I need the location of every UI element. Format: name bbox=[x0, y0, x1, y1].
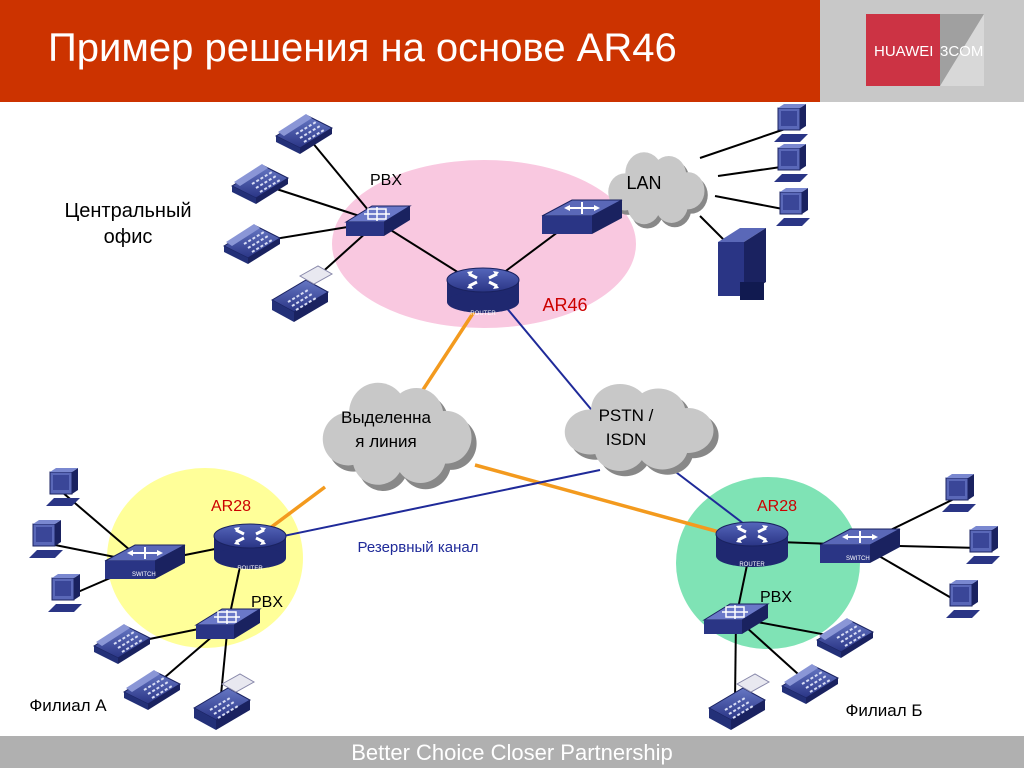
server-icon bbox=[718, 228, 766, 300]
fax-icon bbox=[271, 265, 333, 323]
branch-b-label: Филиал Б bbox=[845, 701, 922, 720]
fax-icon bbox=[193, 673, 255, 731]
logo-area: HUAWEI 3COM bbox=[820, 0, 1024, 102]
pc-icon bbox=[941, 473, 977, 513]
huawei-3com-logo: HUAWEI 3COM bbox=[866, 14, 984, 86]
pc-icon bbox=[47, 573, 83, 613]
branch-a-label: Филиал А bbox=[29, 696, 107, 715]
page-title: Пример решения на основе AR46 bbox=[48, 26, 677, 70]
footer-bar: Better Choice Closer Partnership bbox=[0, 736, 1024, 768]
pc-icon bbox=[775, 187, 811, 227]
phone-icon bbox=[123, 669, 181, 711]
phone-icon bbox=[93, 623, 151, 665]
ar28-a-label: AR28 bbox=[211, 498, 251, 515]
phone-icon bbox=[231, 163, 289, 205]
central-office-label-line2: офис bbox=[104, 226, 153, 248]
branch-b-switch-caption: SWITCH bbox=[846, 556, 870, 562]
branch-a-pbx-label: PBX bbox=[251, 594, 283, 611]
network-diagram: ROUTER SWITCH ROUTER ROUTER SWITCH Центр… bbox=[28, 103, 1001, 731]
leased-line-label-line2: я линия bbox=[355, 432, 416, 451]
central-office-zone bbox=[332, 160, 636, 328]
ar46-router-icon bbox=[445, 266, 521, 315]
phone-icon bbox=[223, 223, 281, 265]
branch-a-router-icon bbox=[212, 522, 288, 571]
branch-a-switch-caption: SWITCH bbox=[132, 572, 156, 578]
pc-icon bbox=[28, 519, 64, 559]
branch-a-zone bbox=[107, 468, 303, 648]
title-banner: Пример решения на основе AR46 bbox=[0, 0, 820, 102]
logo-3com-text: 3COM bbox=[940, 43, 983, 60]
ar46-label: AR46 bbox=[542, 295, 587, 315]
backup-channel-label: Резервный канал bbox=[358, 539, 479, 556]
pstn-label-line1: PSTN / bbox=[599, 406, 654, 425]
central-office-label-line1: Центральный bbox=[64, 200, 191, 222]
ar28-b-label: AR28 bbox=[757, 498, 797, 515]
central-pbx-label: PBX bbox=[370, 172, 402, 189]
lan-label: LAN bbox=[626, 173, 661, 193]
pc-icon bbox=[45, 467, 81, 507]
pc-icon bbox=[965, 525, 1001, 565]
branch-a-router-caption: ROUTER bbox=[237, 566, 263, 572]
branch-b-router-icon bbox=[714, 520, 790, 569]
ar46-router-caption: ROUTER bbox=[470, 311, 496, 317]
pstn-label-line2: ISDN bbox=[606, 430, 647, 449]
fax-icon bbox=[708, 673, 770, 731]
leased-line-label-line1: Выделенна bbox=[341, 408, 432, 427]
pc-icon bbox=[773, 143, 809, 183]
pc-icon bbox=[773, 103, 809, 143]
pc-icon bbox=[945, 579, 981, 619]
branch-b-router-caption: ROUTER bbox=[739, 562, 765, 568]
branch-b-pbx-label: PBX bbox=[760, 589, 792, 606]
phone-icon bbox=[781, 663, 839, 705]
footer-tagline: Better Choice Closer Partnership bbox=[351, 740, 673, 765]
logo-huawei-text: HUAWEI bbox=[874, 43, 933, 60]
phone-icon bbox=[275, 113, 333, 155]
